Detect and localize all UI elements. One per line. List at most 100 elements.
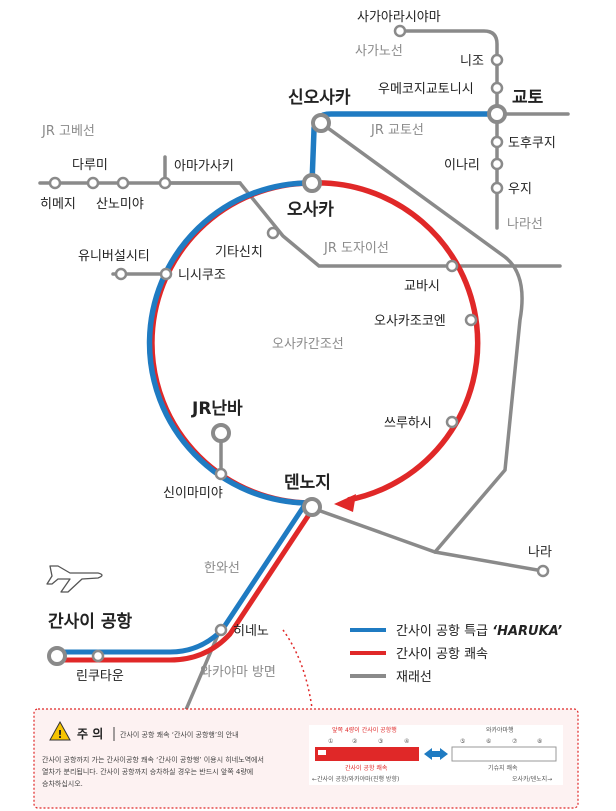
label-wakayama-direction: 와카야마 방면: [200, 665, 276, 680]
station-amagasaki[interactable]: [158, 176, 172, 190]
station-kitashinchi[interactable]: [266, 226, 280, 240]
label-tarumi: 다루미: [72, 158, 108, 173]
rear-group-label: 와카야마행: [486, 726, 514, 734]
label-kyoto-line: JR 교토선: [370, 123, 424, 138]
legend: 간사이 공항 특급 ‘HARUKA’ 간사이 공항 쾌속 재래선: [350, 624, 562, 685]
label-osaka: 오사카: [287, 200, 334, 220]
label-universal-city: 유니버설시티: [78, 249, 150, 264]
station-nijo[interactable]: [490, 53, 504, 67]
front-car-4-number: ④: [404, 738, 409, 745]
label-tofukuji: 도후쿠지: [508, 136, 556, 151]
station-hineno[interactable]: [214, 623, 228, 637]
station-umekoji[interactable]: [490, 81, 504, 95]
label-kyoto: 교토: [512, 88, 544, 108]
station-nishikujo[interactable]: [159, 267, 173, 281]
label-hineno: 히네노: [233, 624, 269, 639]
station-universal-city[interactable]: [114, 267, 128, 281]
station-tennoji[interactable]: [302, 497, 322, 517]
front-car-window: [318, 750, 326, 755]
label-kyobashi: 교바시: [404, 279, 440, 294]
label-himeji: 히메지: [40, 197, 76, 212]
airplane-icon: [46, 565, 103, 593]
rear-car-5-number: ⑤: [460, 738, 465, 745]
label-kitashinchi: 기타신치: [215, 245, 263, 260]
station-osakajokoen[interactable]: [464, 313, 478, 327]
label-inari: 이나리: [444, 158, 480, 173]
sagano-line: [398, 29, 499, 230]
station-uji[interactable]: [490, 181, 504, 195]
rapid-airport-leg: [58, 505, 317, 663]
shinosaka-to-nara: [319, 121, 524, 554]
station-rinku-town[interactable]: [91, 649, 105, 663]
label-nijo: 니조: [460, 54, 484, 69]
label-jr-namba: JR난바: [191, 399, 243, 419]
loop-line-red-east: [311, 180, 481, 503]
station-kyobashi[interactable]: [445, 259, 459, 273]
nara-line: [310, 506, 545, 573]
label-nara-line: 나라선: [507, 217, 543, 232]
legend-label-rapid: 간사이 공항 쾌속: [396, 647, 488, 662]
label-sannomiya: 산노미야: [96, 197, 144, 212]
stations: [47, 24, 550, 666]
front-car-2-number: ②: [352, 738, 358, 745]
legend-label-haruka: 간사이 공항 특급 ‘HARUKA’: [396, 624, 562, 639]
station-himeji[interactable]: [48, 176, 62, 190]
label-amagasaki: 아마가사키: [174, 159, 234, 174]
notice-body-line2: 열차가 분리됩니다. 간사이 공항까지 승차하실 경우는 반드시 앞쪽 4량에: [42, 767, 253, 776]
notice-body-line3: 승차하십시오.: [42, 779, 83, 788]
station-tofukuji[interactable]: [490, 135, 504, 149]
label-rinku-town: 린쿠타운: [76, 669, 124, 684]
label-loop-line: 오사카간조선: [272, 337, 344, 352]
station-saga-arashiyama[interactable]: [393, 24, 407, 38]
station-osaka[interactable]: [302, 173, 322, 193]
label-nara: 나라: [528, 545, 552, 560]
station-shin-osaka[interactable]: [311, 113, 331, 133]
label-nishikujo: 니시쿠조: [178, 268, 226, 283]
station-tarumi[interactable]: [86, 176, 100, 190]
tozai-line: [163, 181, 562, 268]
line-labels: 사가노선 JR 고베선 JR 교토선 JR 도자이선 나라선 오사카간조선 한와…: [41, 44, 543, 680]
rear-direction: 오사카/덴노지→: [512, 775, 552, 783]
label-tsuruhashi: 쓰루하시: [384, 416, 432, 431]
rear-cars: [451, 746, 557, 762]
rear-car-7-number: ⑦: [512, 738, 518, 745]
station-sannomiya[interactable]: [116, 176, 130, 190]
notice-title: 주 의: [77, 726, 103, 741]
front-car-3-number: ③: [378, 738, 383, 745]
front-car-1-number: ①: [328, 738, 333, 745]
split-arrow-icon: [424, 748, 448, 760]
front-direction: ←간사이 공항/와카야마(진행 방향): [312, 775, 399, 783]
warning-icon-mark: !: [58, 728, 63, 741]
label-saga-arashiyama: 사가아라시야마: [357, 10, 441, 25]
station-inari[interactable]: [490, 157, 504, 171]
station-kyoto[interactable]: [487, 104, 507, 124]
label-osakajokoen: 오사카조코엔: [374, 314, 446, 329]
station-kansai-airport[interactable]: [47, 646, 67, 666]
station-labels: 사가아라시야마 니조 우메코지교토니시 교토 도후쿠지 이나리 우지 신오사카 …: [40, 10, 556, 684]
station-nara[interactable]: [536, 564, 550, 578]
station-shin-imamiya[interactable]: [214, 467, 228, 481]
jr-lines: [38, 29, 570, 714]
label-sagano-line: 사가노선: [355, 44, 403, 59]
label-shin-imamiya: 신이마미야: [163, 486, 223, 501]
rear-car-6-number: ⑥: [486, 738, 491, 745]
loop-direction-arrow: [334, 494, 356, 512]
front-caption: 간사이 공항 쾌속: [345, 764, 388, 772]
label-umekoji: 우메코지교토니시: [378, 82, 474, 97]
rear-car-8-number: ⑧: [537, 738, 542, 745]
warning-icon: [49, 720, 71, 741]
label-tozai-line: JR 도자이선: [323, 241, 389, 256]
label-shin-osaka: 신오사카: [288, 88, 351, 108]
wakayama-line: [183, 628, 222, 714]
notice-leader: [282, 629, 313, 709]
front-cars: [315, 747, 419, 761]
station-tsuruhashi[interactable]: [445, 415, 459, 429]
station-jr-namba[interactable]: [211, 423, 231, 443]
label-tennoji: 덴노지: [284, 473, 331, 493]
rear-caption: 기슈지 쾌속: [488, 764, 518, 772]
label-kansai-airport: 간사이 공항: [48, 611, 132, 632]
legend-label-local: 재래선: [396, 670, 432, 685]
label-uji: 우지: [508, 182, 532, 197]
front-group-label: 앞쪽 4량이 간사이 공항행: [332, 726, 397, 734]
